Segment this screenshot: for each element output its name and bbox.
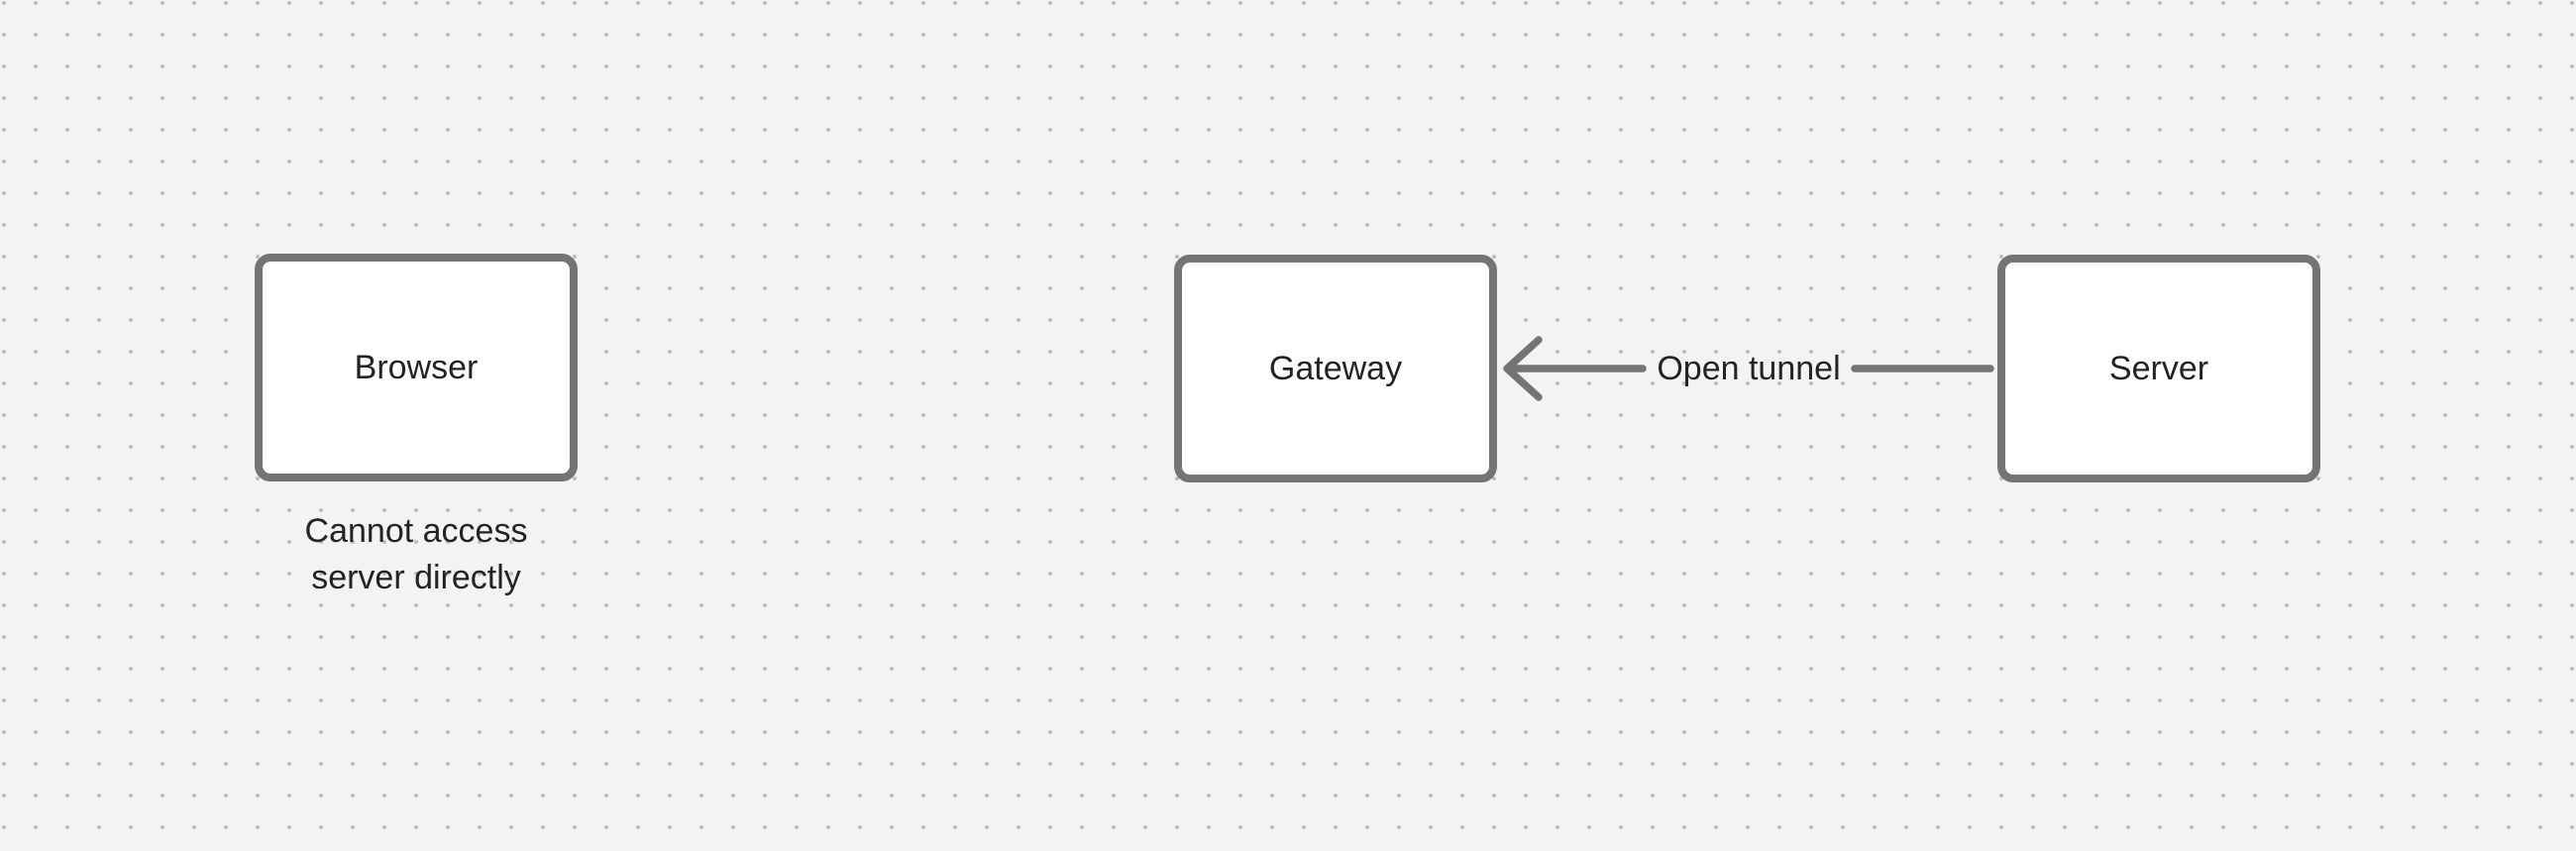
node-server[interactable]: Server [1997,255,2320,482]
node-gateway[interactable]: Gateway [1174,255,1497,482]
arrowhead-left-icon [1503,336,1543,401]
node-browser-label: Browser [354,349,479,386]
node-browser[interactable]: Browser [255,254,578,481]
browser-caption[interactable]: Cannot access server directly [304,512,528,596]
open-tunnel-label[interactable]: Open tunnel [1657,350,1841,387]
node-server-label: Server [2108,350,2209,387]
node-gateway-label: Gateway [1268,350,1403,387]
